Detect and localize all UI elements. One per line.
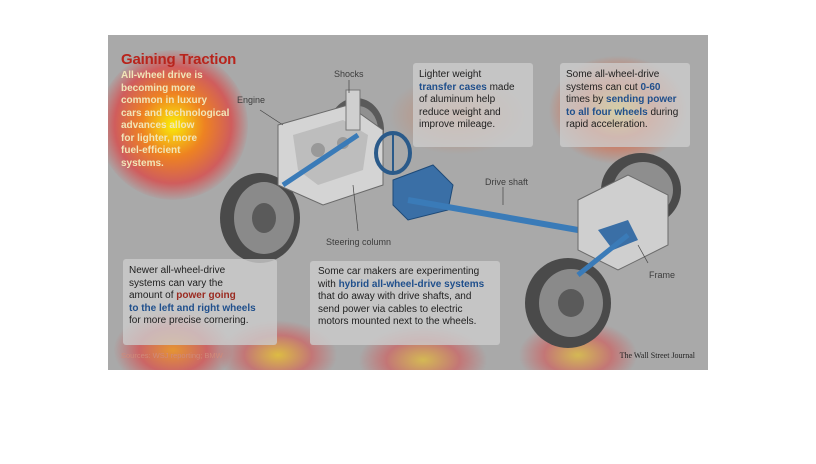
chassis-illustration <box>220 80 681 348</box>
transfer-case <box>392 164 454 221</box>
front-axle <box>281 132 360 188</box>
steering-column-label: Steering column <box>326 237 392 247</box>
transfer-case-callout: Lighter weight transfer cases made of al… <box>413 63 533 147</box>
cornering-callout: Newer all-wheel-drive systems can vary t… <box>123 259 277 345</box>
rear-differential <box>598 220 638 250</box>
infographic-panel: Gaining Traction All-wheel drive is beco… <box>108 35 708 370</box>
rear-left-wheel <box>525 258 611 348</box>
frame-label: Frame <box>649 270 676 280</box>
steering-wheel <box>374 131 412 175</box>
rear-axle <box>576 233 630 277</box>
source-note: Sources: WSJ reporting; BMW <box>121 351 223 360</box>
shock-absorber <box>345 89 361 131</box>
acceleration-callout: Some all-wheel-drive systems can cut 0-6… <box>560 63 690 147</box>
front-left-wheel <box>220 173 300 263</box>
intro-text: All-wheel drive is becoming more common … <box>121 70 230 169</box>
engine-label: Engine <box>237 95 266 105</box>
shocks-label: Shocks <box>334 69 364 79</box>
chart-title: Gaining Traction <box>121 51 237 68</box>
publisher-credit: The Wall Street Journal <box>619 351 695 360</box>
hybrid-callout: Some car makers are experimenting with h… <box>310 261 500 345</box>
drive-shaft-label: Drive shaft <box>485 177 529 187</box>
drive-shaft-line <box>407 197 579 233</box>
